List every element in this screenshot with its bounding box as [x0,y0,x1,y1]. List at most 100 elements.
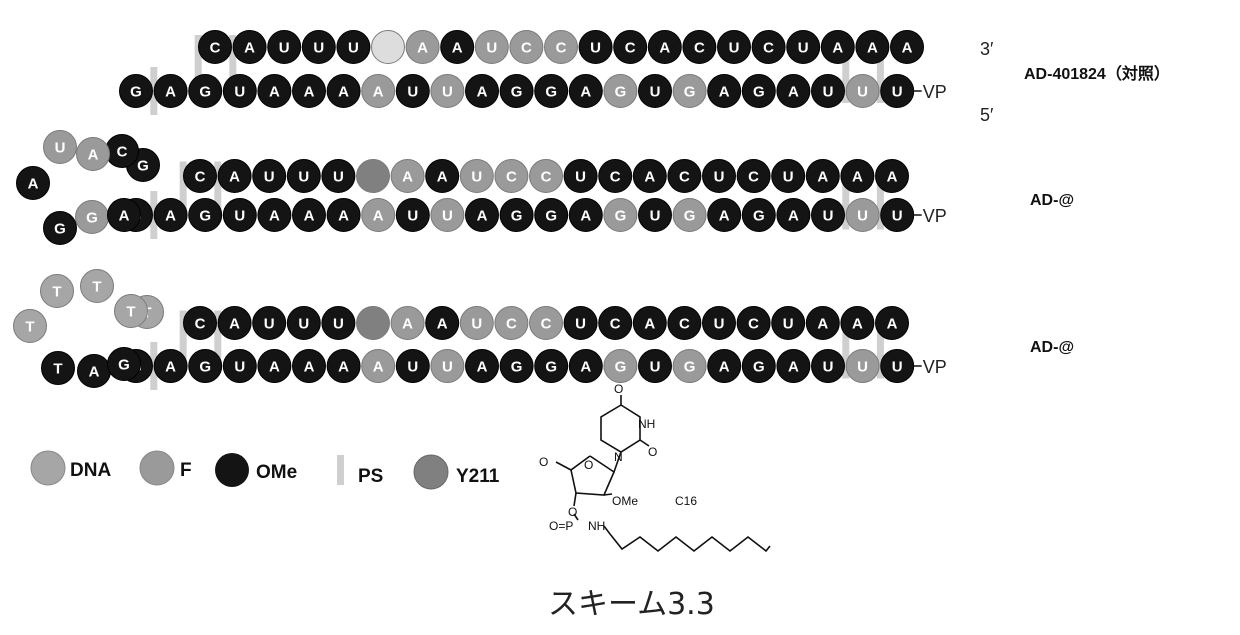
nucleotide-letter: U [333,169,344,186]
nucleotide-letter: A [452,40,463,57]
nucleotide-letter: C [679,169,690,186]
sense-nucleotide: U [460,160,493,193]
antisense-nucleotide: A [466,75,499,108]
nucleotide-letter: A [304,359,315,376]
nucleotide-letter: U [298,316,309,333]
antisense-nucleotide: A [293,199,326,232]
nucleotide-letter: A [304,84,315,101]
sense-nucleotide: A [406,31,439,64]
nucleotide-letter: C [195,169,206,186]
antisense-nucleotide: A [708,350,741,383]
nucleotide-letter: U [442,208,453,225]
nucleotide-letter: U [892,359,903,376]
antisense-nucleotide: A [362,199,395,232]
antisense-nucleotide: U [846,75,879,108]
antisense-nucleotide: U [431,350,464,383]
nucleotide-letter: A [902,40,913,57]
antisense-nucleotide: U [639,350,672,383]
sense-nucleotide: U [460,307,493,340]
ribose-2prime-ome-bond [604,494,612,495]
sense-nucleotide [372,31,405,64]
sense-nucleotide: A [426,160,459,193]
nucleotide-letter: U [442,359,453,376]
antisense-nucleotide: G [673,75,706,108]
loop-nucleotide: G [108,348,141,381]
nucleotide-letter: U [333,316,344,333]
nucleotide-letter: G [684,359,696,376]
nucleotide-letter: A [373,359,384,376]
nucleotide-letter: A [852,169,863,186]
nucleotide-letter: C [763,40,774,57]
nucleotide-letter: G [118,357,130,374]
antisense-nucleotide: U [881,199,914,232]
loop-nucleotide: G [44,212,77,245]
nucleotide-letter: C [210,40,221,57]
nucleotide-letter: C [506,316,517,333]
antisense-nucleotide: U [812,199,845,232]
nucleotide-letter: A [852,316,863,333]
legend: DNA F OMe PS Y211 [31,451,500,489]
nucleotide-letter: G [684,208,696,225]
nucleotide-letter: C [195,316,206,333]
atom-label-nh-amide: NH [588,519,605,533]
nucleotide-letter: G [199,359,211,376]
atom-label-o-right: O [648,445,657,459]
nucleotide-letter: C [556,40,567,57]
nucleotide-letter: U [783,169,794,186]
antisense-nucleotide: A [327,75,360,108]
nucleotide-letter: A [338,208,349,225]
antisense-nucleotide: A [362,350,395,383]
atom-label-ome: OMe [612,494,638,508]
nucleotide-letter: G [545,359,557,376]
nucleotide-letter: G [545,208,557,225]
c16-alkyl-chain [610,534,770,551]
antisense-nucleotide: G [189,75,222,108]
antisense-nucleotide: U [846,350,879,383]
nucleotide-letter: A [229,169,240,186]
sense-nucleotide: U [787,31,820,64]
nucleotide-letter: U [892,208,903,225]
nucleotide-letter: U [714,169,725,186]
nucleotide-letter: U [55,140,66,157]
uracil-ring-bonds [601,405,640,452]
nucleotide-letter: G [511,84,523,101]
antisense-nucleotide: A [327,350,360,383]
sense-nucleotide: U [322,160,355,193]
antisense-nucleotide: G [742,350,775,383]
sense-nucleotide: A [391,160,424,193]
nucleotide-letter: U [857,84,868,101]
nucleotide-letter: U [313,40,324,57]
antisense-nucleotide: G [535,75,568,108]
antisense-nucleotide: G [189,350,222,383]
antisense-nucleotide: A [777,199,810,232]
nucleotide-letter: U [575,169,586,186]
nucleotide-letter: G [137,158,149,175]
antisense-nucleotide: A [258,199,291,232]
nucleotide-letter: U [471,169,482,186]
legend-swatch-y211 [414,455,448,489]
nucleotide-letter: G [199,208,211,225]
nucleotide-letter: U [407,84,418,101]
antisense-nucleotide: A [258,350,291,383]
sense-nucleotide: A [891,31,924,64]
nucleotide-letter: A [269,359,280,376]
sense-nucleotide: U [253,307,286,340]
nucleotide-letter: A [719,359,730,376]
nucleotide-letter: T [25,319,34,336]
nucleotide-letter: U [348,40,359,57]
sense-nucleotide: U [564,160,597,193]
legend-label-ome: OMe [256,462,297,483]
antisense-nucleotide: U [812,350,845,383]
nucleotide-letter: U [486,40,497,57]
nucleotide-letter: C [625,40,636,57]
loop-nucleotide: A [77,138,110,171]
nucleotide-letter: G [615,84,627,101]
sense-nucleotide: A [391,307,424,340]
nucleotide-letter: U [823,84,834,101]
nucleotide-letter: G [615,359,627,376]
sense-nucleotide: C [495,160,528,193]
sense-nucleotide: A [876,307,909,340]
antisense-nucleotide: A [154,350,187,383]
loop-nucleotide: U [44,131,77,164]
loop-nucleotide: T [115,295,148,328]
